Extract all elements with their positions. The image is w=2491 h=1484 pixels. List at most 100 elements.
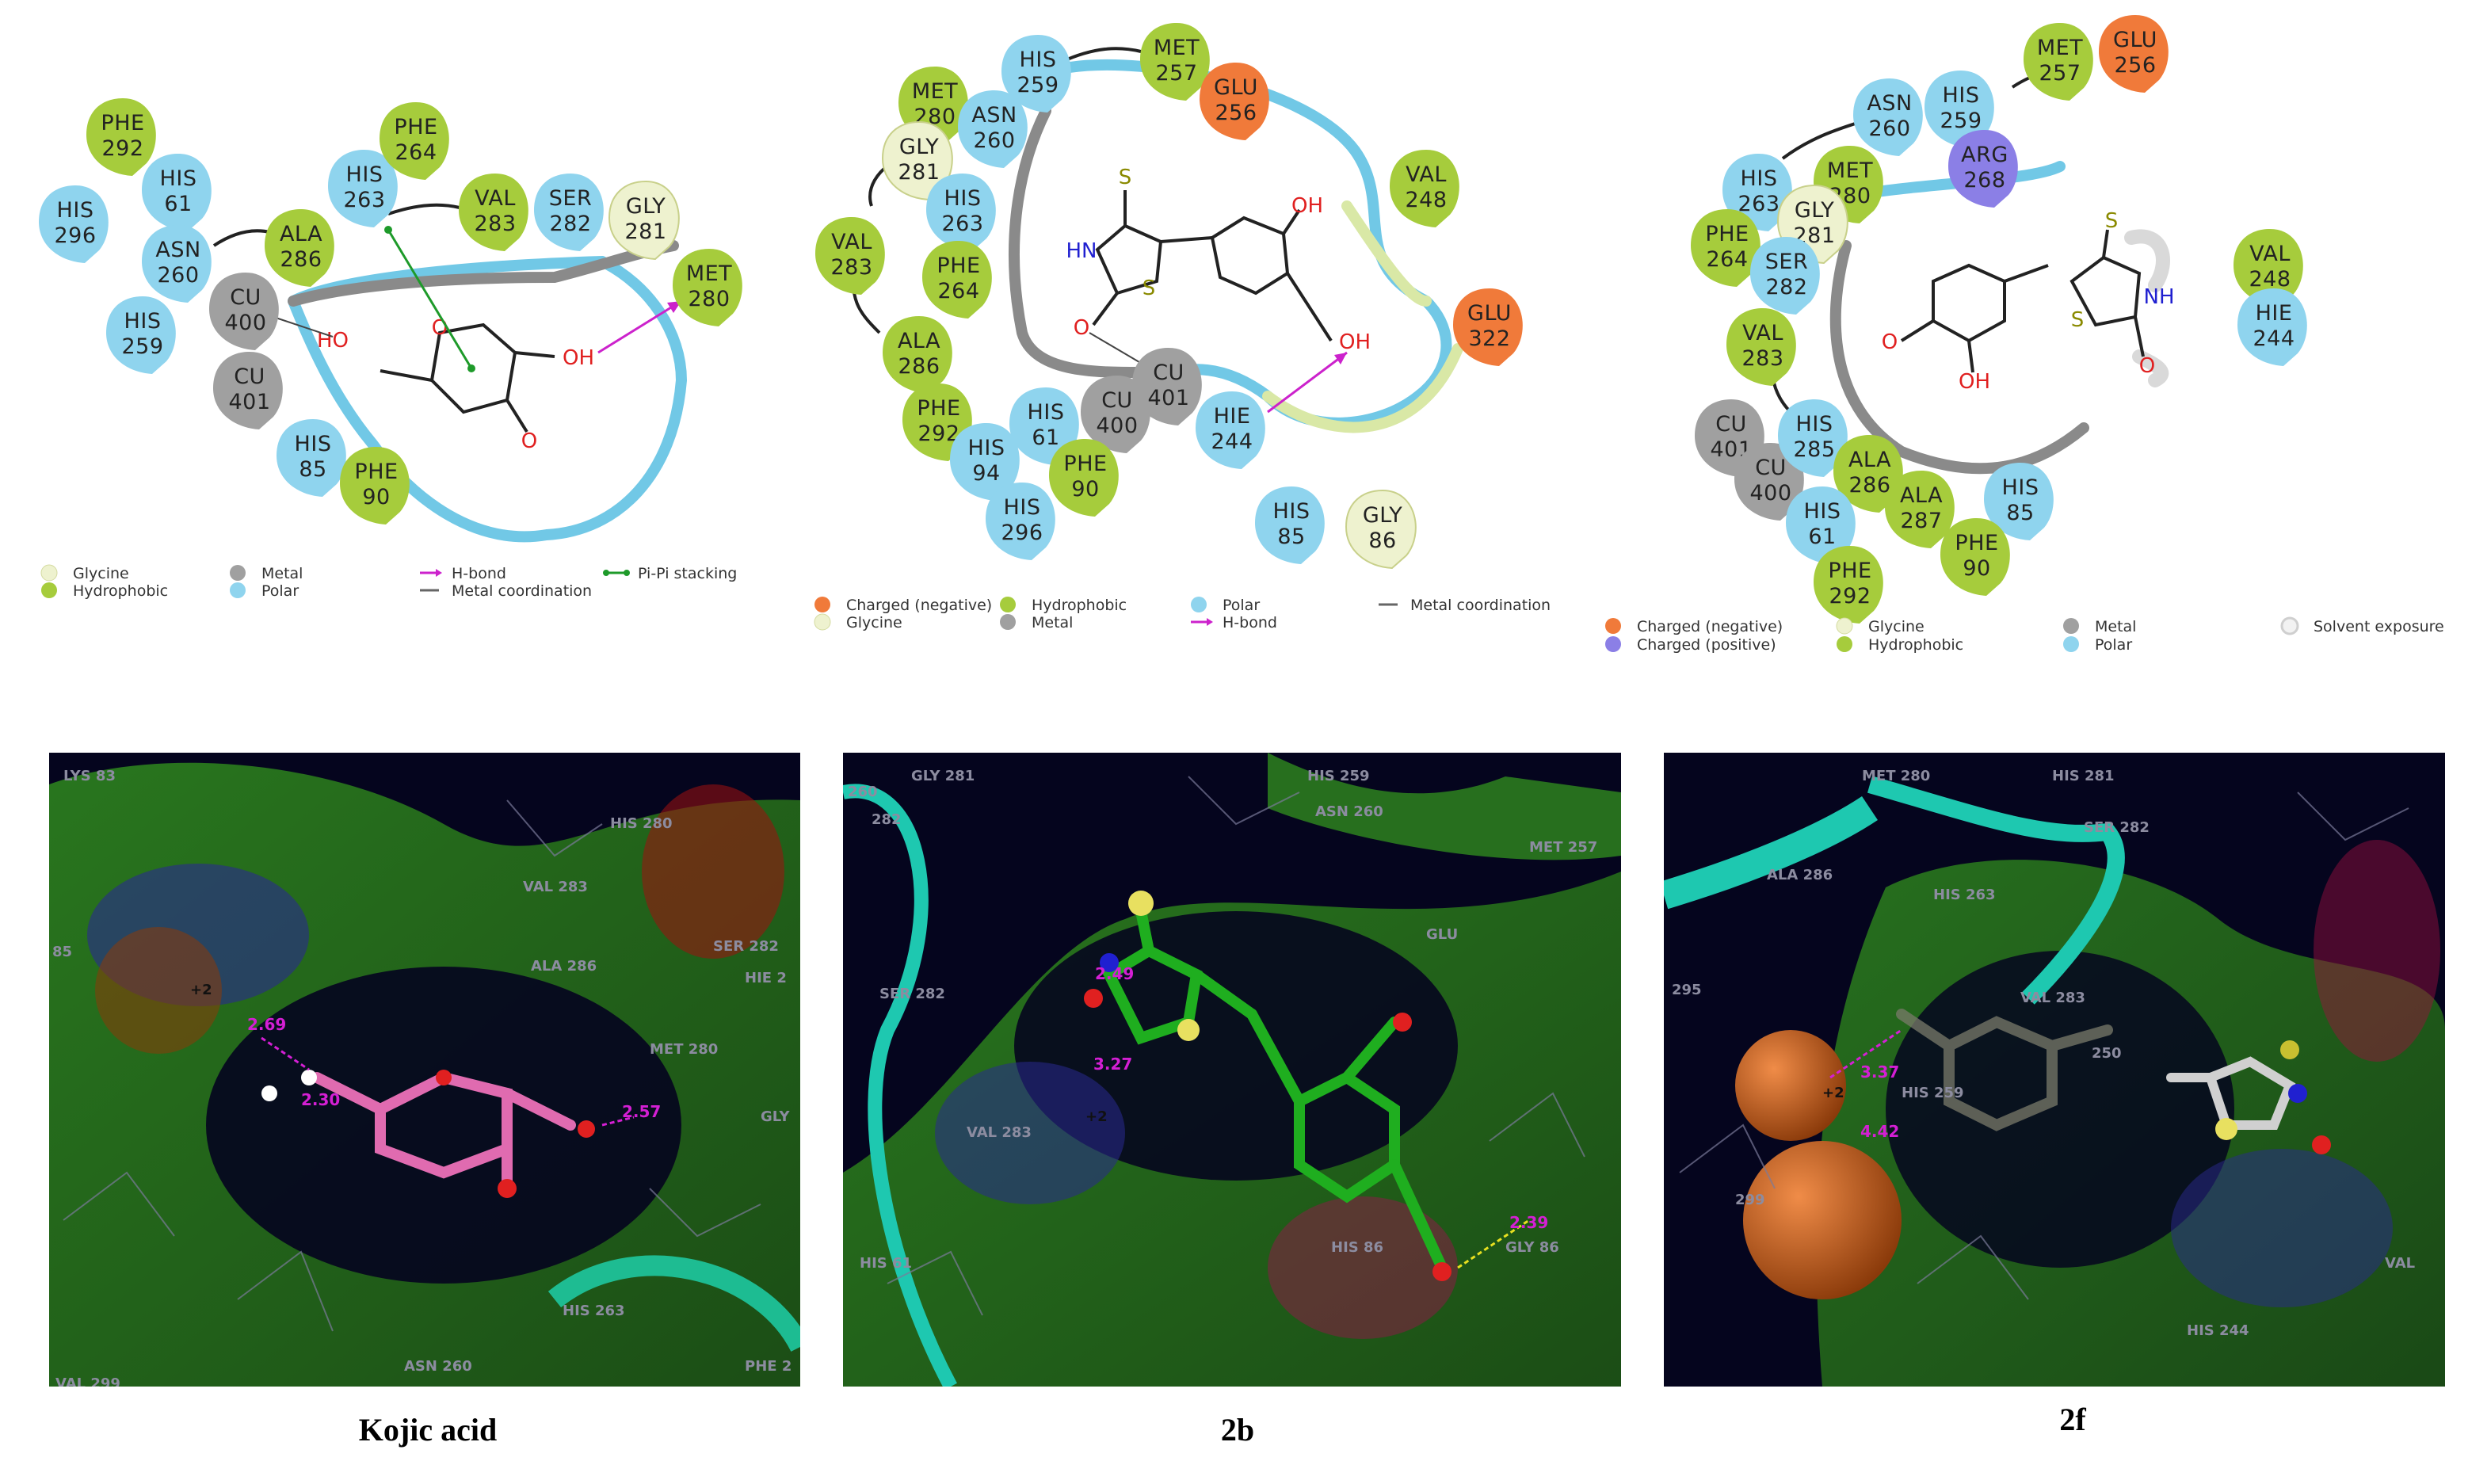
residue-badge-shape [1691,209,1760,287]
residue-render-label: GLY 86 [1505,1239,1559,1256]
atom-carbonyl-o: O [521,429,537,453]
residue-badge-shape [265,209,334,287]
residue-name: GLY [899,135,939,159]
residue-number: 61 [1808,525,1836,549]
hbond-swatch-head [436,569,442,577]
residue-number: 259 [1940,109,1982,133]
residue-name: ASN [155,238,200,262]
residue-render-label: 299 [1735,1192,1765,1208]
legend-2f: Charged (negative)Charged (positive)Glyc… [1605,616,2444,654]
legend-label: Hydrophobic [1868,636,1963,654]
legend-item-hbond: H-bond [1191,614,1277,631]
residue-number: 283 [830,255,872,280]
residue-render-label: ALA 286 [1767,867,1833,883]
residue-badge-shape [815,217,885,295]
legend-label: Polar [2095,636,2132,654]
atom-oh: OH [563,346,594,370]
ligand-2f [1900,229,2145,373]
residue-badge-shape [1390,150,1459,227]
residue-name: MET [2037,36,2083,60]
residue-render-label: HIS 61 [860,1255,912,1272]
residue-badge-shape [608,180,680,261]
ligand-kojic-acid [380,322,555,433]
residue-name: CU [1101,388,1133,413]
residue-name: PHE [917,396,960,421]
residue-number: 280 [688,287,730,311]
legend-swatch [1837,636,1852,652]
residue-name: VAL [1742,321,1783,345]
legend-label: Polar [261,582,299,600]
residue-number: 264 [395,140,437,165]
pocket-outline-grey [1829,240,2089,475]
residue-name: GLY [626,194,666,219]
residue-number: 281 [624,219,666,244]
atom-hn: HN [1066,239,1097,263]
residue-name: HIS [295,432,332,456]
metal-coordination [273,316,334,338]
residue-name: CU [234,364,265,389]
atom-o: O [1074,316,1089,340]
residue-badge-shape [922,241,992,319]
atom-o-carbonyl: O [2139,354,2155,378]
residue-badge-shape [883,316,952,394]
pocket-outline-green [1262,200,1463,433]
residue-name: HIS [2002,475,2039,500]
residue-render-label: HIS 259 [1307,768,1370,784]
legend-swatch [1836,617,1853,635]
legend-label: Glycine [846,614,902,631]
legend-item-glycine: Glycine [40,564,129,582]
residue-name: GLU [2113,28,2157,52]
atom-o-methoxy: O [1882,330,1898,354]
caption-2f: 2f [2059,1402,2086,1437]
residue-name: SER [1765,250,1808,274]
residue-badge-shape [958,90,1028,168]
residue-badge-shape [534,174,604,251]
legend-swatch [230,582,246,598]
legend-swatch [814,597,830,612]
residue-badge-shape [1255,486,1325,564]
residue-name: VAL [2249,242,2291,266]
legend-item-hydrophobic: Hydrophobic [1000,597,1127,614]
residue-number: 281 [898,160,940,185]
bond-distance-label: 2.57 [622,1102,661,1121]
residue-number: 94 [972,461,1000,486]
residue-badge-shape [986,483,1055,560]
residue-badge-shape [2024,23,2093,101]
pi-pi-dot [384,226,392,234]
residue-badge-shape [2234,229,2303,307]
residue-number: 401 [228,390,270,414]
residue-number: 61 [164,192,192,216]
residue-number: 287 [1900,509,1942,533]
residue-badge-shape [1750,237,1820,315]
residue-number: 400 [1749,481,1791,505]
residue-render-label: LYS 83 [63,768,116,784]
residue-render-label: VAL 283 [967,1124,1032,1141]
residue-name: HIS [57,198,94,223]
residue-name: VAL [475,186,516,211]
bond-distance-label: 4.42 [1860,1122,1899,1141]
residue-number: 286 [898,354,940,379]
residue-name: HIE [2256,301,2293,326]
residue-render-label: GLY [761,1108,790,1125]
residue-number: 296 [54,223,96,248]
residue-number: 260 [1868,116,1910,141]
residue-render-label: MET 257 [1529,839,1597,856]
residue-badge-shape [142,154,212,231]
residue-badge-shape [142,225,212,303]
legend-item-negative: Charged (negative) [814,597,992,614]
